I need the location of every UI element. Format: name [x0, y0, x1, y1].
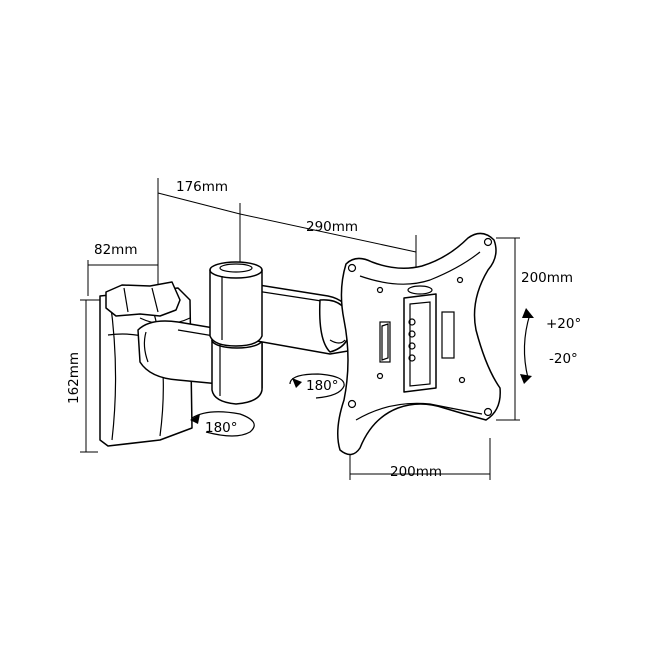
rotation-arrows	[190, 308, 534, 437]
label-arm-segment: 176mm	[176, 179, 228, 195]
label-vesa-width: 200mm	[390, 464, 442, 480]
label-wall-depth: 82mm	[94, 242, 137, 258]
label-wall-swivel: 180°	[205, 420, 238, 436]
label-wall-height: 162mm	[66, 352, 82, 404]
labels: 82mm 176mm 290mm 162mm 200mm 200mm 180° …	[66, 179, 581, 480]
dimension-lines	[80, 178, 520, 480]
upper-joint	[209, 261, 263, 347]
label-tilt-up: +20°	[546, 316, 581, 332]
label-vesa-height: 200mm	[521, 270, 573, 286]
outer-arm	[239, 281, 355, 355]
vesa-plate	[337, 232, 501, 456]
label-max-extension: 290mm	[306, 219, 358, 235]
label-arm-swivel: 180°	[306, 378, 339, 394]
label-tilt-down: -20°	[549, 351, 578, 367]
